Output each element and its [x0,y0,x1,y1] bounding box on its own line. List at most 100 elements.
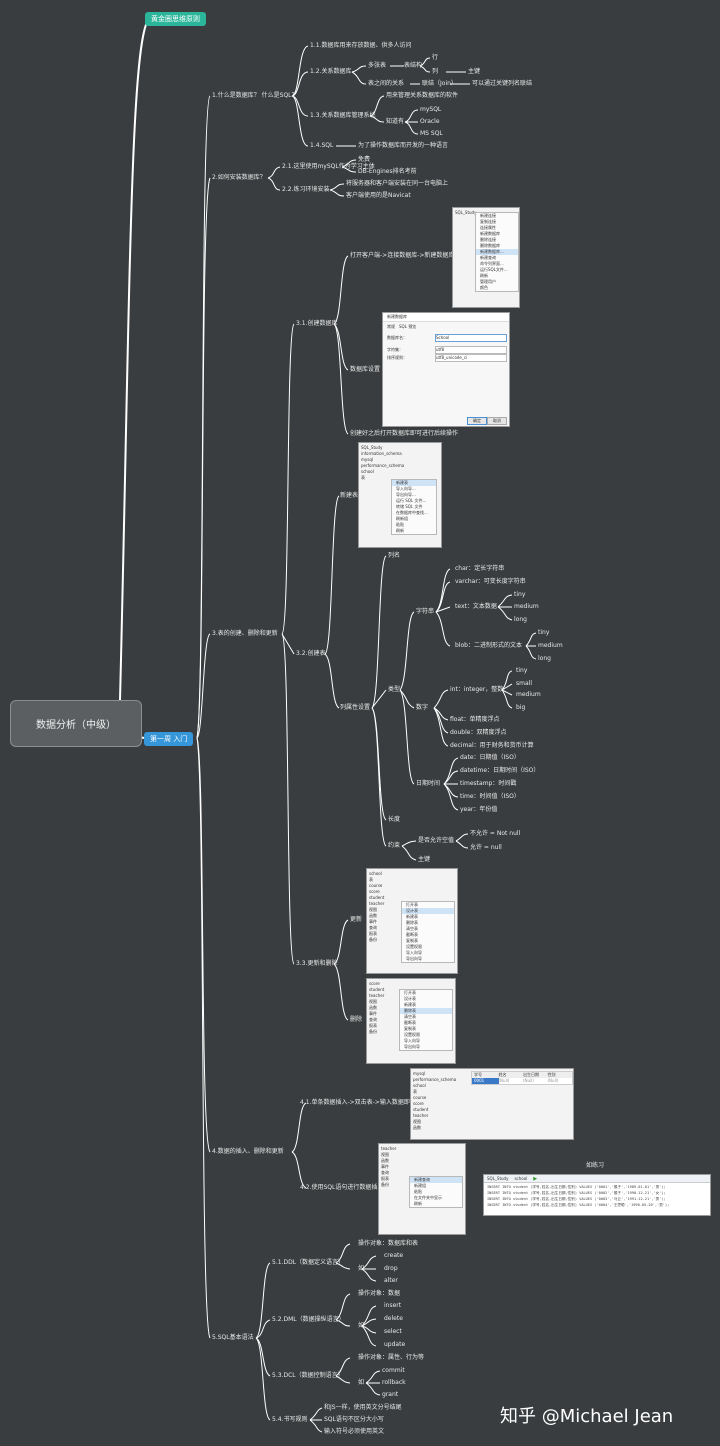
node-3-3[interactable]: 3.3.更新和删除 [296,960,338,967]
sql-line[interactable]: INSERT INTO student (学号,姓名,出生日期,性别) VALU… [487,1197,666,1201]
node-int-tiny[interactable]: tiny [516,667,528,674]
node-mysql[interactable]: mySQL [420,106,442,113]
node-number[interactable]: 数字 [416,704,429,711]
node-commit[interactable]: commit [382,1367,405,1374]
node-semicolon[interactable]: 和JS一样，使用英文分号结尾 [324,1404,402,1411]
node-rollback[interactable]: rollback [382,1379,406,1386]
menu-item[interactable]: 刷新组 [396,516,408,521]
menu-item[interactable]: 新建连接 [480,213,496,218]
menu-item[interactable]: 运行SQL文件... [480,267,508,272]
node-insert[interactable]: insert [384,1302,402,1309]
tree-item[interactable]: score [369,981,380,986]
node-table-relation[interactable]: 表之间的关系 [368,80,405,87]
node-col-name[interactable]: 列名 [388,552,401,559]
menu-item[interactable]: 复制表 [406,938,418,943]
node-3-1[interactable]: 3.1.创建数据库 [296,320,338,327]
menu-item[interactable]: 刷新 [480,273,488,278]
tree-item[interactable]: student [369,987,385,992]
node-dcl-eg[interactable]: 如 [358,1379,365,1386]
menu-item[interactable]: 导出向导 [406,956,422,961]
node-int[interactable]: int：integer，整数 [450,686,504,693]
node-time[interactable]: time：时间值（ISO） [460,793,520,800]
node-blob-medium[interactable]: medium [538,642,563,649]
grid-cell[interactable]: 0001 [472,1078,499,1084]
node-db-engines[interactable]: DB-Engines排名考前 [358,168,417,175]
tree-item[interactable]: course [369,883,383,888]
node-alter[interactable]: alter [384,1277,398,1284]
menu-item[interactable]: 粘贴 [414,1189,422,1194]
node-delete-stmt[interactable]: delete [384,1315,403,1322]
grid-cell[interactable]: (Null) [523,1078,534,1083]
node-oracle[interactable]: Oracle [420,118,440,125]
node-text-tiny[interactable]: tiny [514,591,526,598]
collation-select[interactable]: utf8_unicode_ci [435,354,507,362]
tree-item[interactable]: 查询 [369,925,377,930]
tree-item[interactable]: 函数 [413,1125,421,1130]
menu-item[interactable]: 导入向导... [396,486,416,491]
node-int-medium[interactable]: medium [516,691,541,698]
tree-item[interactable]: SQL_Study [361,445,383,450]
node-blob[interactable]: blob：二进制形式的文本 [455,642,522,649]
node-string[interactable]: 字符串 [416,608,435,615]
node-decimal[interactable]: decimal：用于财务和货币计算 [450,742,534,749]
tree-item[interactable]: score [369,889,380,894]
menu-item[interactable]: 刷新 [414,1201,422,1206]
menu-item[interactable]: 删除连接 [480,237,496,242]
menu-item[interactable]: 导出向导 [404,1044,420,1049]
node-4-2[interactable]: 4.2.使用SQL语句进行数据插入 [300,1184,384,1191]
menu-item[interactable]: 打开表 [404,990,416,995]
node-english-symbols[interactable]: 输入符号必须使用英文 [324,1428,385,1435]
node-int-big[interactable]: big [516,704,526,711]
node-4-1[interactable]: 4.1.单条数据插入->双击表->输入数据即可 [300,1099,416,1106]
node-datetime[interactable]: datetime：日期时间（ISO） [460,767,540,774]
menu-item-new-db[interactable]: 新建数据库... [476,249,518,255]
node-ddl-object[interactable]: 操作对象：数据库和表 [358,1240,419,1247]
node-dcl-object[interactable]: 操作对象：属性、行为等 [358,1354,425,1361]
menu-item-design-table[interactable]: 设计表 [402,908,454,914]
sql-line[interactable]: INSERT INTO student (学号,姓名,出生日期,性别) VALU… [487,1191,666,1195]
node-5-2[interactable]: 5.2.DML（数据操纵语言） [272,1316,345,1323]
ok-button[interactable]: 确定 [467,417,487,425]
tree-item[interactable]: 事件 [369,919,377,924]
menu-item[interactable]: 复制连接 [480,219,496,224]
tree-item[interactable]: 视图 [369,999,377,1004]
menu-item[interactable]: 运行 SQL 文件... [396,498,427,503]
menu-item[interactable]: 删除表 [406,920,418,925]
node-float[interactable]: float：单精度浮点 [450,716,500,723]
node-null[interactable]: 允许 = null [470,844,502,851]
node-datetime-group[interactable]: 日期时间 [416,780,441,787]
tab-sql-preview[interactable]: SQL 预览 [399,324,417,329]
node-1-3[interactable]: 1.3.关系数据库管理系统 [310,112,376,119]
menu-item[interactable]: 粘贴 [396,522,404,527]
node-install-same[interactable]: 将服务器和客户端安装在同一台电脑上 [346,180,449,187]
node-s1[interactable]: 1.什么是数据库？ 什么是SQL？ [212,92,298,99]
cancel-button[interactable]: 取消 [487,417,507,425]
node-free[interactable]: 免费 [358,156,371,163]
tree-item[interactable]: SQL_Study [455,210,477,215]
grid-header[interactable]: 姓名 [498,1072,507,1077]
node-s3[interactable]: 3.表的创建、删除和更新 [212,630,278,637]
tree-item[interactable]: score [413,1101,424,1106]
node-update[interactable]: 更新 [350,916,363,923]
node-table-structure[interactable]: 表结构 [404,62,423,69]
tree-item[interactable]: course [413,1095,427,1100]
node-join-desc[interactable]: 可以通过关键列名联结 [472,80,533,87]
grid-cell[interactable]: (Null) [498,1078,510,1083]
tree-item[interactable]: student [369,895,385,900]
tree-item[interactable]: teacher [369,993,385,998]
node-text-medium[interactable]: medium [514,603,539,610]
menu-item[interactable]: 管理用户 [480,279,496,284]
node-column[interactable]: 列 [432,68,439,75]
node-open-client[interactable]: 打开客户端->连接数据库->新建数据库 [350,252,455,259]
node-varchar[interactable]: varchar：可变长度字符串 [455,578,526,585]
node-create[interactable]: create [384,1252,404,1259]
node-select[interactable]: select [384,1328,402,1335]
tree-item[interactable]: performance_schema [361,463,405,468]
tree-item[interactable]: 查询 [369,1017,377,1022]
node-5-3[interactable]: 5.3.DCL（数据控制语言） [272,1372,344,1379]
tree-item[interactable]: 查询 [381,1170,389,1175]
node-ddl-eg[interactable]: 如 [358,1265,365,1272]
tree-item[interactable]: 函数 [381,1158,389,1163]
db-name-input[interactable]: School [435,334,507,342]
node-date[interactable]: date：日期值（ISO） [460,754,520,761]
